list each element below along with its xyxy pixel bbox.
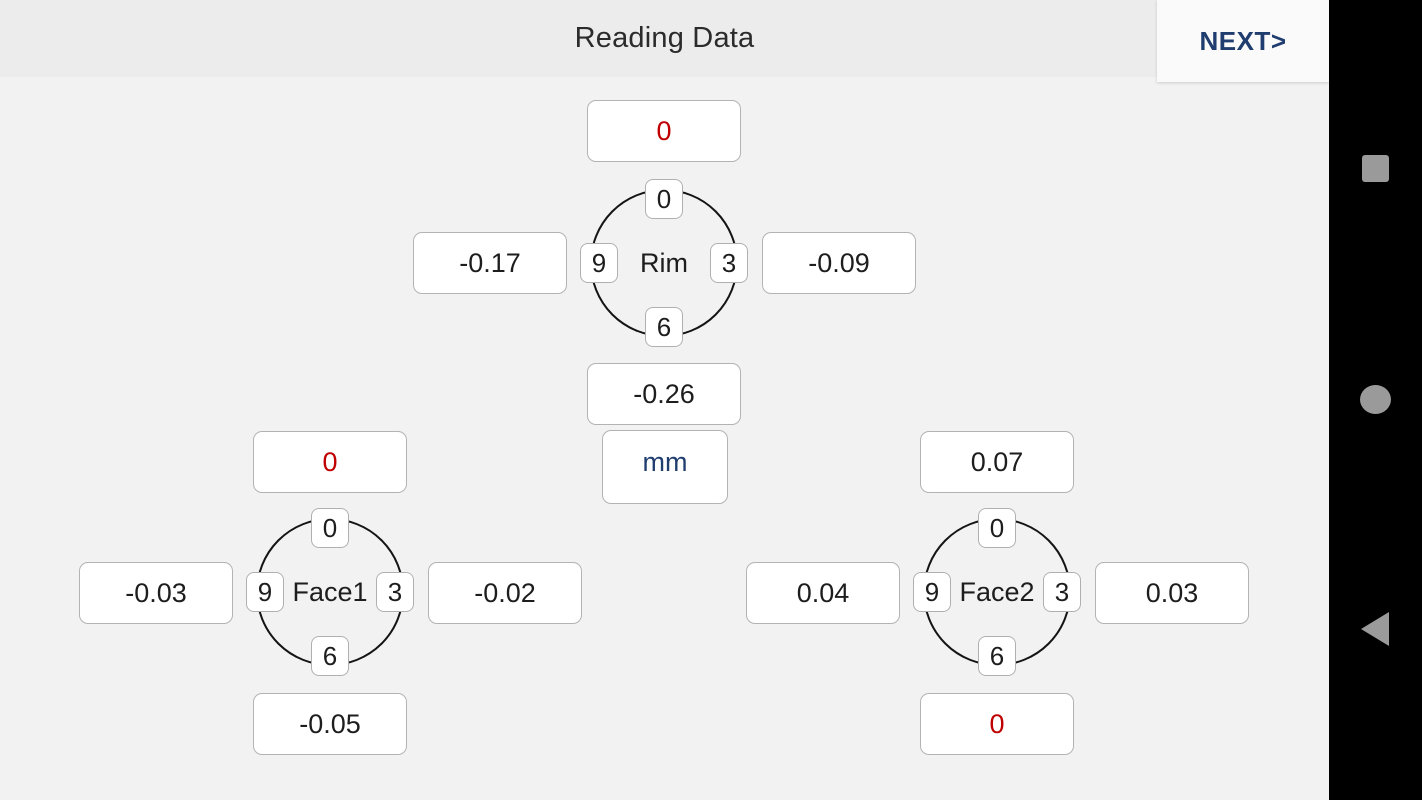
triangle-back-icon[interactable]: [1361, 612, 1389, 646]
face1-tick-3[interactable]: 3: [376, 572, 414, 612]
face2-reading-left[interactable]: 0.04: [746, 562, 900, 624]
face1-reading-bottom[interactable]: -0.05: [253, 693, 407, 755]
rim-tick-6[interactable]: 6: [645, 307, 683, 347]
face1-reading-right[interactable]: -0.02: [428, 562, 582, 624]
unit-selector[interactable]: mm: [602, 430, 728, 504]
face2-tick-6[interactable]: 6: [978, 636, 1016, 676]
page-title: Reading Data: [574, 22, 755, 54]
face2-tick-3[interactable]: 3: [1043, 572, 1081, 612]
rim-reading-top[interactable]: 0: [587, 100, 741, 162]
circle-home-icon[interactable]: [1360, 385, 1391, 414]
face1-tick-9[interactable]: 9: [246, 572, 284, 612]
rim-tick-3[interactable]: 3: [710, 243, 748, 283]
next-button[interactable]: NEXT>: [1157, 0, 1329, 82]
face1-reading-left[interactable]: -0.03: [79, 562, 233, 624]
rim-dial: Rim 0 3 6 9: [580, 179, 748, 347]
rim-reading-bottom[interactable]: -0.26: [587, 363, 741, 425]
face2-reading-bottom[interactable]: 0: [920, 693, 1074, 755]
face1-tick-6[interactable]: 6: [311, 636, 349, 676]
face1-reading-top[interactable]: 0: [253, 431, 407, 493]
face2-tick-9[interactable]: 9: [913, 572, 951, 612]
rim-reading-right[interactable]: -0.09: [762, 232, 916, 294]
face2-reading-right[interactable]: 0.03: [1095, 562, 1249, 624]
rim-tick-0[interactable]: 0: [645, 179, 683, 219]
android-navbar: [1329, 0, 1422, 800]
face2-dial: Face2 0 3 6 9: [913, 508, 1081, 676]
face2-tick-0[interactable]: 0: [978, 508, 1016, 548]
rim-reading-left[interactable]: -0.17: [413, 232, 567, 294]
unit-label: mm: [642, 446, 688, 477]
app-header: Reading Data: [0, 0, 1329, 77]
face2-reading-top[interactable]: 0.07: [920, 431, 1074, 493]
face1-tick-0[interactable]: 0: [311, 508, 349, 548]
square-recents-icon[interactable]: [1362, 155, 1389, 182]
face1-dial: Face1 0 3 6 9: [246, 508, 414, 676]
rim-tick-9[interactable]: 9: [580, 243, 618, 283]
